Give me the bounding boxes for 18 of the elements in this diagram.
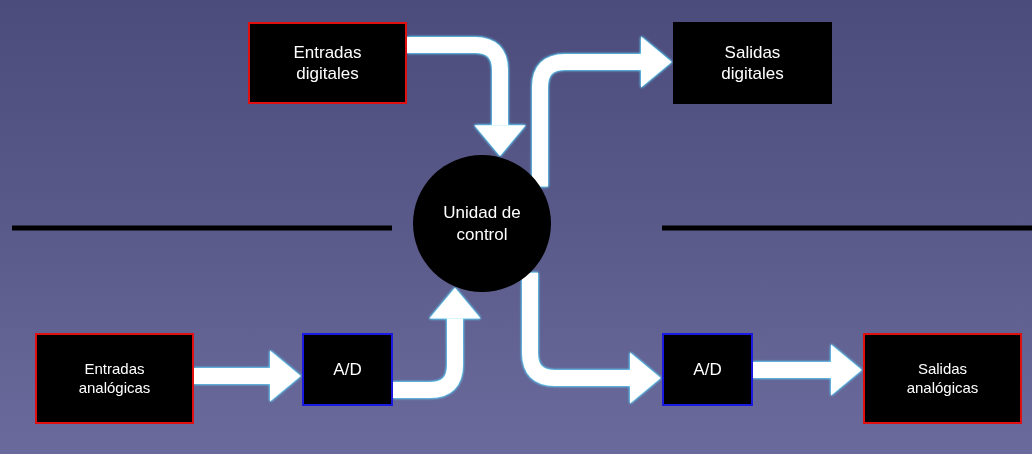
block-arrow xyxy=(753,344,862,396)
converter-box xyxy=(302,333,393,406)
output-box xyxy=(673,22,832,104)
input-box xyxy=(35,333,194,424)
converter-box xyxy=(662,333,753,406)
block-arrow xyxy=(194,350,301,402)
block-arrow xyxy=(407,37,526,157)
input-box xyxy=(248,22,407,104)
block-arrow xyxy=(522,272,661,404)
output-box xyxy=(863,333,1022,424)
node-label: Unidad de control xyxy=(442,202,522,245)
node-label: Salidas digitales xyxy=(720,41,785,85)
node-label: A/D xyxy=(693,358,722,381)
block-arrow xyxy=(532,36,672,187)
node-label: Entradas analógicas xyxy=(77,359,152,398)
node-label: A/D xyxy=(333,358,362,381)
node-label: Entradas digitales xyxy=(292,41,363,85)
node-label: Salidas analógicas xyxy=(905,359,980,398)
